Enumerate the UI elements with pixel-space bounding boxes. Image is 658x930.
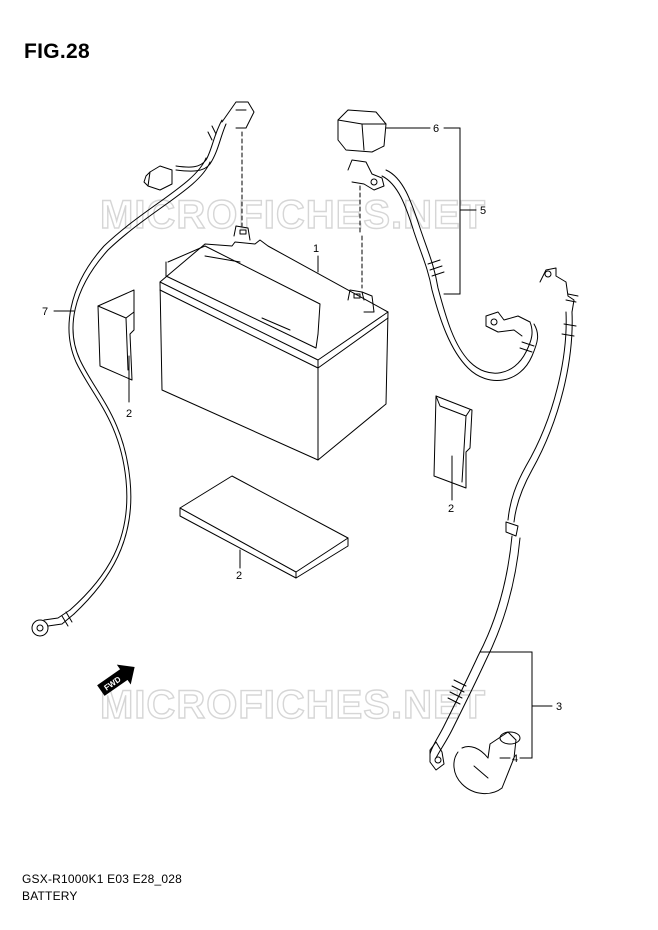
battery-holder-right (433, 395, 473, 489)
minus-cable (31, 101, 255, 637)
callout-2-left: 2 (126, 408, 132, 420)
model-code: GSX-R1000K1 E03 E28_028 (22, 872, 183, 886)
battery-pad-bottom (179, 475, 349, 579)
callout-2-right: 2 (448, 503, 454, 515)
callout-7: 7 (42, 306, 48, 318)
figure-title: FIG.28 (24, 40, 90, 63)
callout-6: 6 (433, 123, 439, 135)
terminal-cover (453, 731, 521, 794)
battery (159, 225, 389, 461)
watermark-top: MICROFICHES.NET (100, 193, 486, 237)
callout-3: 3 (556, 701, 562, 713)
starter-motor-cable (429, 267, 579, 771)
plus-cable (347, 159, 539, 381)
section-name: BATTERY (22, 889, 78, 903)
watermark-bottom: MICROFICHES.NET (100, 683, 486, 727)
callout-1: 1 (313, 243, 319, 255)
callout-leaders (53, 127, 553, 759)
callout-4: 4 (512, 753, 518, 765)
starter-relay (337, 109, 387, 153)
battery-holder-left (97, 289, 135, 381)
callout-5: 5 (480, 205, 486, 217)
callout-2-pad: 2 (236, 570, 242, 582)
